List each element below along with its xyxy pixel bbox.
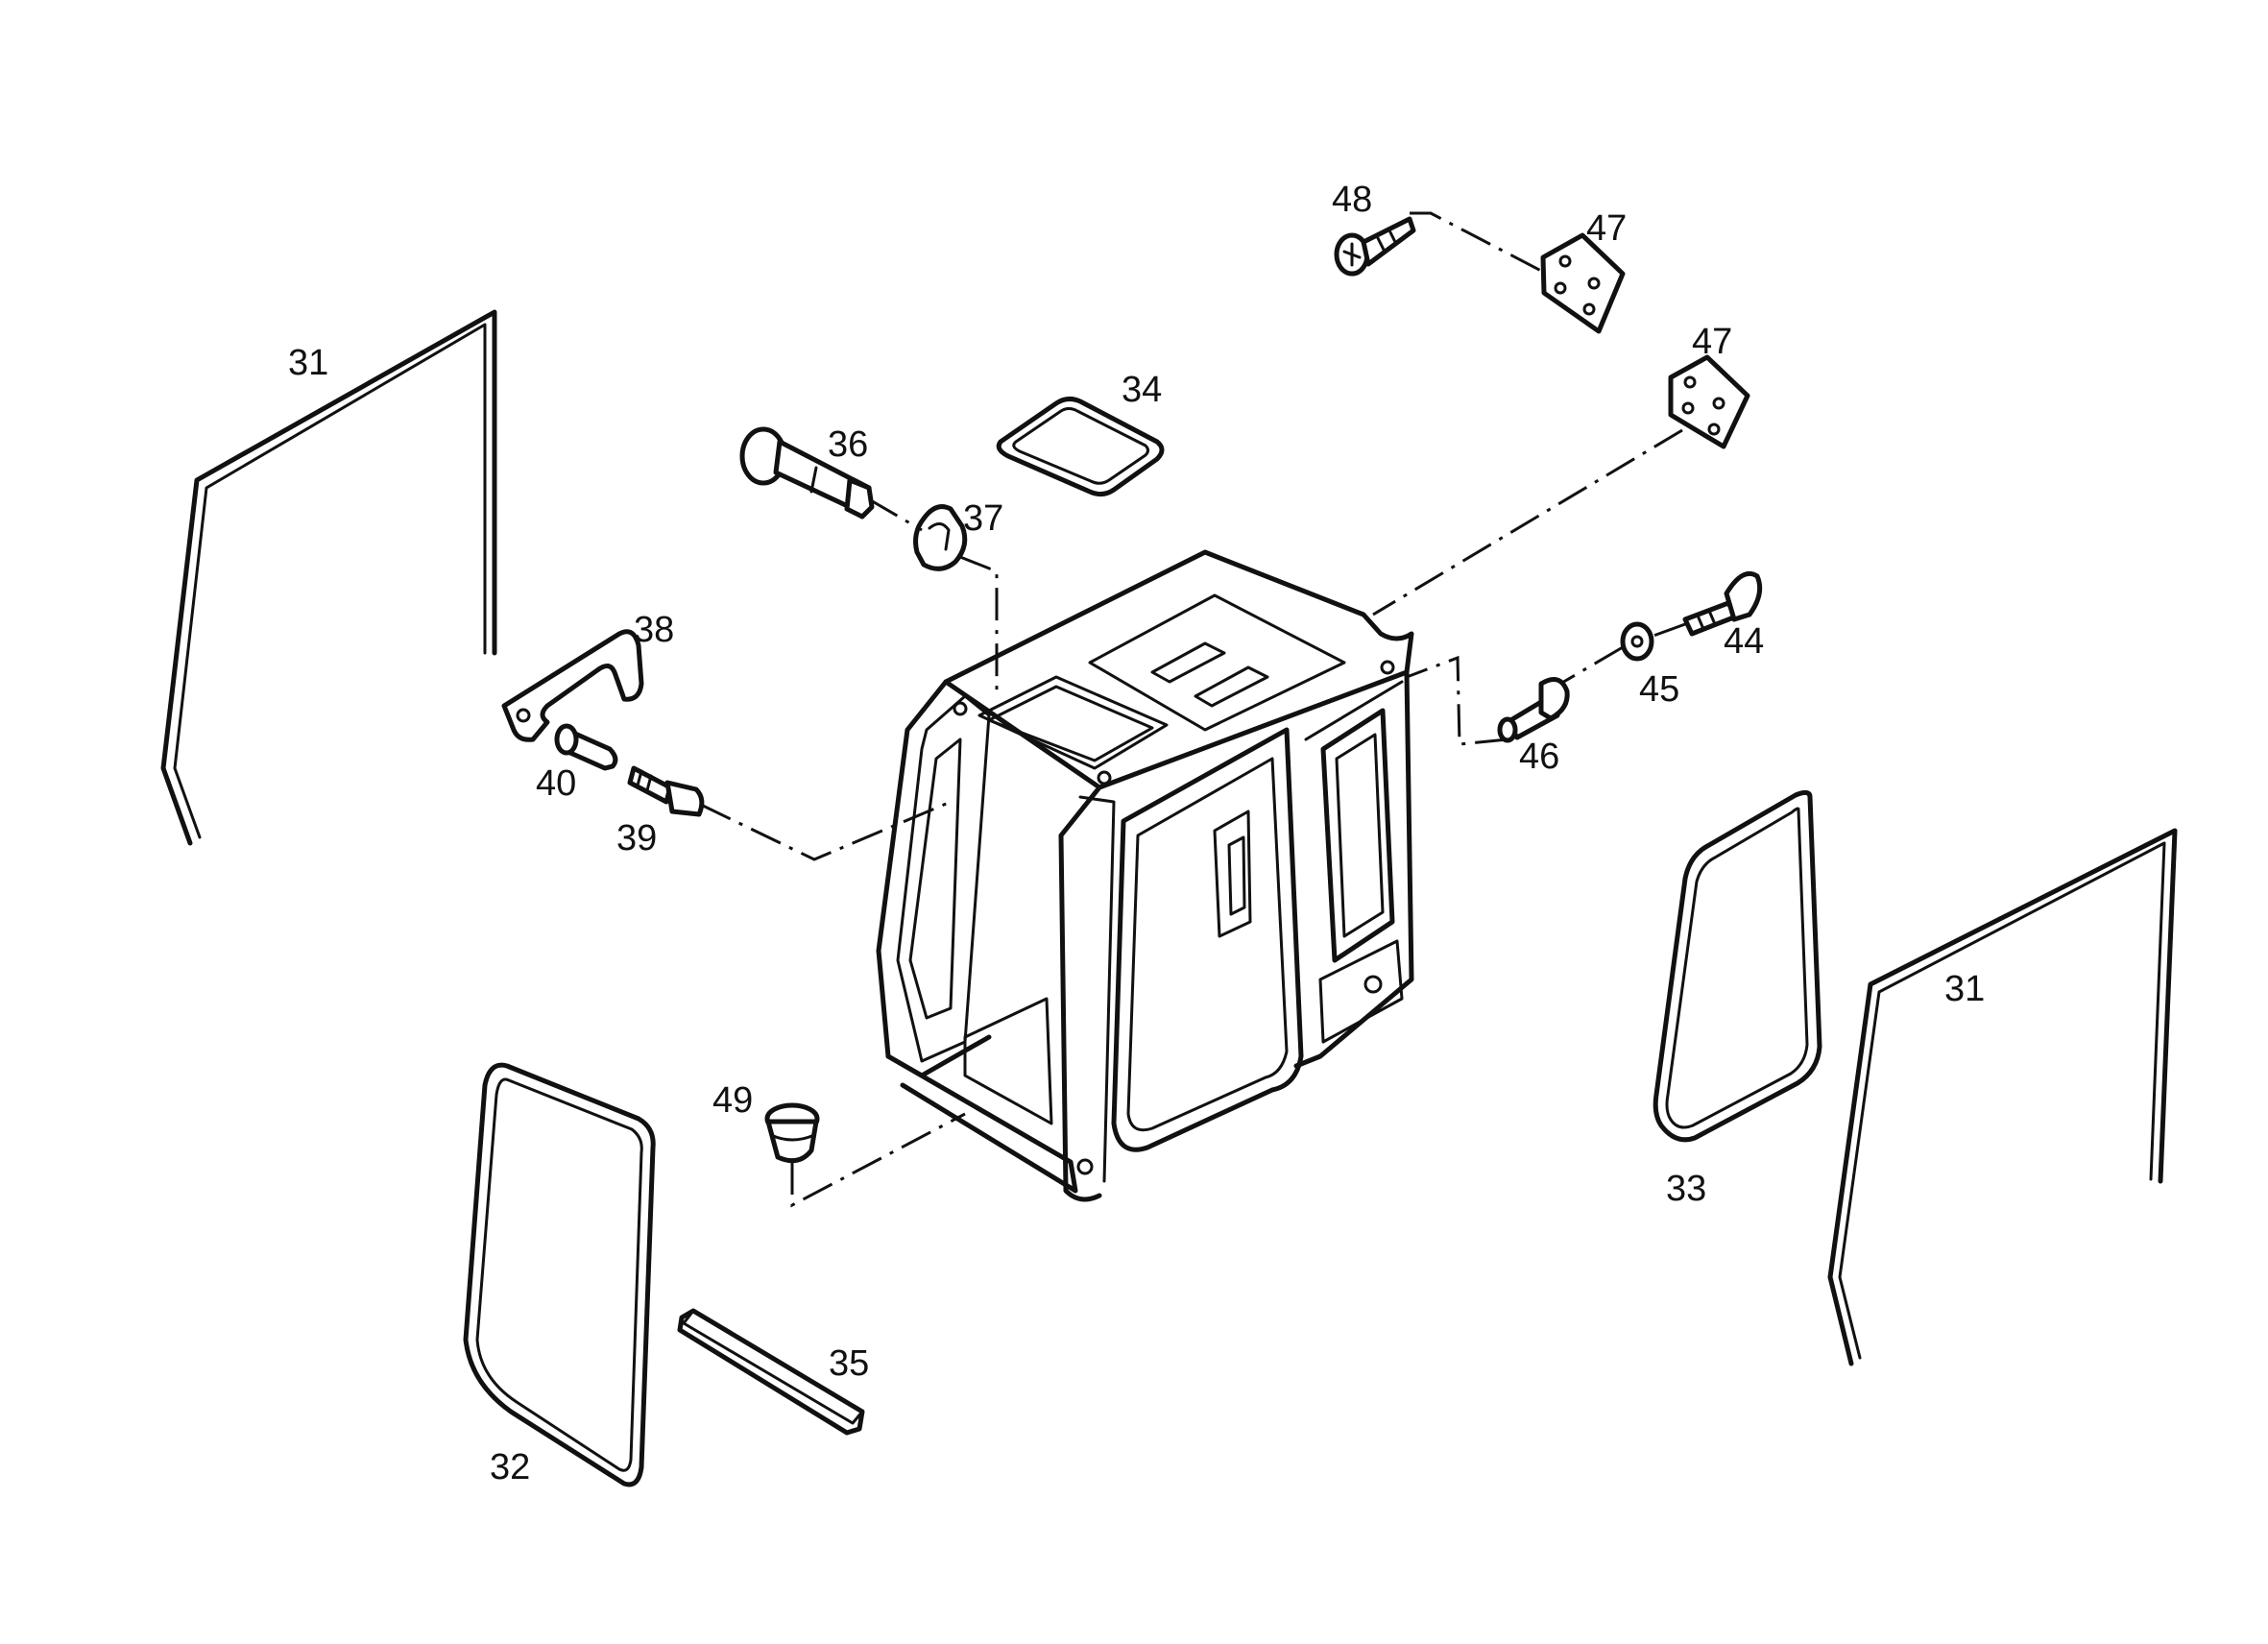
- leader-44-45: [1653, 622, 1686, 638]
- callout-31-right: 31: [1944, 969, 1985, 1009]
- leader-47-cab: [1372, 428, 1683, 616]
- leader-49-cab: [790, 1112, 966, 1208]
- part-46-stud[interactable]: [1497, 677, 1570, 743]
- leader-37-cab: [959, 555, 999, 691]
- part-36-pin[interactable]: [739, 426, 875, 520]
- part-39-bolt[interactable]: [627, 765, 705, 817]
- part-40-bushing[interactable]: [554, 723, 618, 771]
- callout-48: 48: [1332, 180, 1372, 220]
- leader-45-46: [1559, 645, 1624, 686]
- part-34-hatch-seal[interactable]: [996, 396, 1165, 497]
- part-44-bolt[interactable]: [1682, 570, 1763, 637]
- callout-47-top: 47: [1586, 208, 1627, 249]
- part-38-bracket[interactable]: [501, 629, 644, 742]
- callout-49: 49: [712, 1080, 753, 1121]
- leader-48-47: [1410, 211, 1542, 273]
- leader-46-cab: [1406, 655, 1508, 746]
- callout-38: 38: [634, 610, 674, 650]
- callout-32: 32: [490, 1447, 530, 1487]
- part-37-clip[interactable]: [913, 504, 968, 571]
- callout-35: 35: [829, 1343, 869, 1384]
- callout-40: 40: [536, 763, 576, 804]
- part-33-window-seal[interactable]: [1653, 789, 1822, 1143]
- callout-36: 36: [828, 424, 868, 465]
- callout-47-mid: 47: [1692, 322, 1732, 362]
- callout-46: 46: [1519, 737, 1559, 777]
- part-47-top-pad[interactable]: [1540, 232, 1626, 334]
- callout-37: 37: [963, 498, 1003, 539]
- callout-labels: 31 31 32 33 34 35 36 37 38 39 40 44 45 4…: [288, 180, 1985, 1487]
- part-47-mid-pad[interactable]: [1668, 354, 1750, 449]
- callout-45: 45: [1639, 669, 1679, 710]
- part-31-left-seal[interactable]: [160, 309, 497, 846]
- part-45-washer[interactable]: [1620, 621, 1654, 662]
- part-32-window-seal[interactable]: [463, 1062, 656, 1487]
- part-48-screw[interactable]: [1334, 216, 1416, 277]
- part-31-right-seal[interactable]: [1827, 828, 2178, 1366]
- cab-frame[interactable]: [876, 549, 1414, 1202]
- callout-33: 33: [1666, 1169, 1706, 1209]
- part-49-rubber-mount[interactable]: [764, 1102, 820, 1164]
- callout-44: 44: [1724, 621, 1764, 662]
- callout-39: 39: [616, 818, 657, 858]
- leader-lines: [700, 211, 1686, 1208]
- callout-34: 34: [1122, 370, 1162, 410]
- leader-39-cab: [700, 800, 952, 861]
- callout-31-left: 31: [288, 343, 328, 383]
- leader-36-37: [868, 497, 923, 532]
- part-35-rubber-strip[interactable]: [677, 1308, 865, 1436]
